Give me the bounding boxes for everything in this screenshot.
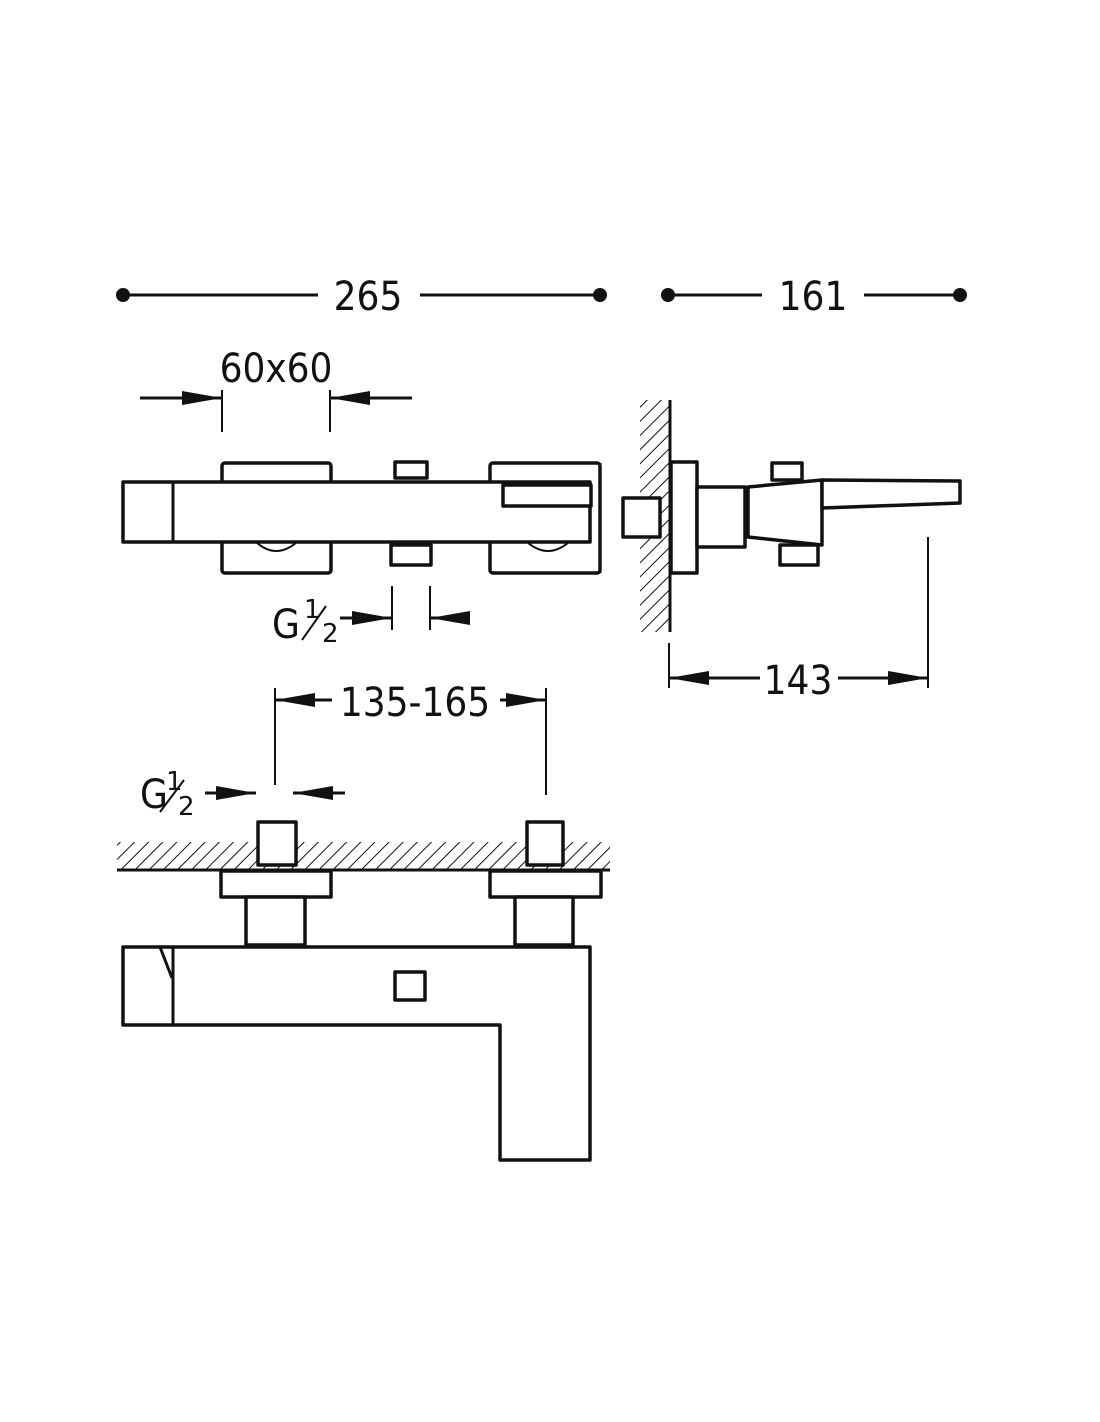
bottom-knob: [389, 543, 433, 567]
spout-outlet: [501, 483, 593, 508]
dimension-label-143: 143: [764, 658, 833, 704]
mixer-cone: [746, 478, 824, 547]
wall-connector: [621, 496, 662, 539]
flange: [219, 869, 333, 899]
top-view: [121, 460, 602, 575]
dimension-265: 265: [116, 274, 607, 320]
thread-label-g: G: [140, 772, 168, 818]
dimension-143: 143: [668, 537, 929, 704]
dimension-135-165: 135-165: [274, 680, 547, 795]
thread-fraction-num: 1: [166, 767, 183, 797]
front-view: [117, 820, 610, 1162]
inlet-stem: [513, 895, 575, 947]
thread-fraction-den: 2: [178, 792, 195, 822]
dimension-60x60: 60x60: [140, 346, 412, 432]
diverter-button: [393, 970, 427, 1002]
thread-fraction-den: 2: [322, 619, 339, 649]
wall-connector: [525, 820, 565, 867]
side-view: [621, 400, 962, 632]
dimension-thread-top: G 1 2: [272, 586, 470, 649]
bottom-knob: [778, 543, 820, 567]
wall-flange: [669, 460, 699, 575]
dimension-label-161: 161: [779, 274, 848, 320]
dimension-label-265: 265: [334, 274, 403, 320]
dimension-161: 161: [661, 274, 967, 320]
mixer-body: [121, 945, 592, 1162]
handle-arc: [526, 541, 570, 552]
top-knob: [770, 461, 804, 482]
dimension-thread-bottom: G 1 2: [140, 767, 345, 822]
flange: [488, 869, 603, 899]
dimension-label-60x60: 60x60: [220, 346, 333, 392]
thread-fraction-num: 1: [304, 595, 321, 625]
connector-body: [695, 485, 747, 549]
inlet-stem: [244, 895, 307, 947]
wall-connector: [256, 820, 298, 867]
handle-arc: [255, 541, 298, 552]
top-knob: [393, 460, 429, 480]
thread-label-g: G: [272, 602, 300, 648]
spout: [820, 478, 962, 510]
dimension-label-135-165: 135-165: [340, 680, 490, 726]
